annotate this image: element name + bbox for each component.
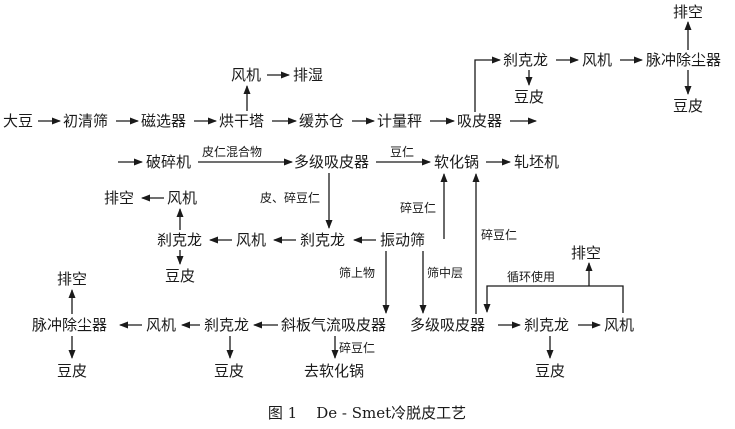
node-drying-tower: 烘干塔	[219, 112, 264, 130]
node-cyclone-left-mid: 刹克龙	[157, 231, 202, 249]
arrow-aspirator-to-cyclone-top	[474, 56, 501, 112]
node-pre-clean-sieve: 初清筛	[63, 112, 108, 130]
flow-arrows	[38, 21, 692, 359]
node-exhaust-moisture: 排湿	[293, 66, 323, 84]
node-exhaust-bottom-right: 排空	[571, 244, 601, 262]
label-hull-kernel-mixture: 皮仁混合物	[202, 144, 262, 159]
figure-caption: 图 1 De - Smet冷脱皮工艺	[268, 404, 466, 422]
node-conditioner: 软化锅	[434, 153, 479, 171]
node-cyclone-mid: 刹克龙	[300, 231, 345, 249]
node-magnetic-separator: 磁选器	[141, 112, 186, 130]
node-fan-top: 风机	[582, 51, 612, 69]
node-exhaust-top: 排空	[673, 3, 703, 21]
label-broken-kernel-shaker: 碎豆仁	[400, 200, 436, 215]
node-hull-top-pulse: 豆皮	[673, 97, 703, 115]
node-inclined-aspirator: 斜板气流吸皮器	[281, 316, 386, 334]
node-weigher: 计量秤	[377, 112, 422, 130]
node-soybean: 大豆	[3, 112, 33, 130]
arrow-recirculation-loop	[483, 285, 624, 313]
node-fan-bottom-left: 风机	[146, 316, 176, 334]
label-broken-kernel-bottom: 碎豆仁	[339, 340, 375, 355]
node-fan-left-mid: 风机	[167, 189, 197, 207]
label-hull-broken-kernel: 皮、碎豆仁	[260, 190, 320, 205]
label-over-sieve: 筛上物	[339, 265, 375, 280]
node-to-conditioner: 去软化锅	[304, 362, 364, 380]
node-cyclone-bottom-left: 刹克龙	[204, 316, 249, 334]
node-shaker-sieve: 振动筛	[380, 231, 425, 249]
node-cyclone-top: 刹克龙	[503, 51, 548, 69]
label-middle-layer: 筛中层	[427, 265, 463, 280]
node-hull-bottom-left: 豆皮	[57, 362, 87, 380]
node-exhaust-bottom-left: 排空	[57, 270, 87, 288]
node-cyclone-bottom-right: 刹克龙	[524, 316, 569, 334]
process-nodes: 大豆 初清筛 磁选器 烘干塔 风机 排湿 缓苏仓 计量秤 吸皮器 刹克龙 风机 …	[3, 3, 721, 380]
label-recirculation: 循环使用	[507, 269, 555, 284]
node-fan-mid: 风机	[236, 231, 266, 249]
node-flaker: 轧坯机	[514, 153, 559, 171]
node-fan-bottom-right: 风机	[604, 316, 634, 334]
node-buffer-bin: 缓苏仓	[299, 112, 344, 130]
node-multi-aspirator-1: 多级吸皮器	[294, 153, 369, 171]
edge-labels: 皮仁混合物 豆仁 皮、碎豆仁 碎豆仁 碎豆仁 筛上物 筛中层 循环使用 碎豆仁	[202, 144, 555, 355]
node-multi-aspirator-2: 多级吸皮器	[410, 316, 485, 334]
node-hull-bottom-mid: 豆皮	[214, 362, 244, 380]
node-hull-top-cyclone: 豆皮	[514, 88, 544, 106]
label-kernel: 豆仁	[390, 145, 414, 159]
node-hull-bottom-right: 豆皮	[535, 362, 565, 380]
node-fan-drying: 风机	[231, 66, 261, 84]
node-exhaust-left-mid: 排空	[104, 189, 134, 207]
node-pulse-dust-top: 脉冲除尘器	[646, 51, 721, 69]
node-hull-aspirator-1: 吸皮器	[457, 112, 502, 130]
label-broken-kernel-right: 碎豆仁	[481, 227, 517, 242]
node-hull-left-mid: 豆皮	[165, 267, 195, 285]
node-pulse-dust-bottom: 脉冲除尘器	[32, 316, 107, 334]
node-cracker: 破碎机	[146, 153, 191, 171]
